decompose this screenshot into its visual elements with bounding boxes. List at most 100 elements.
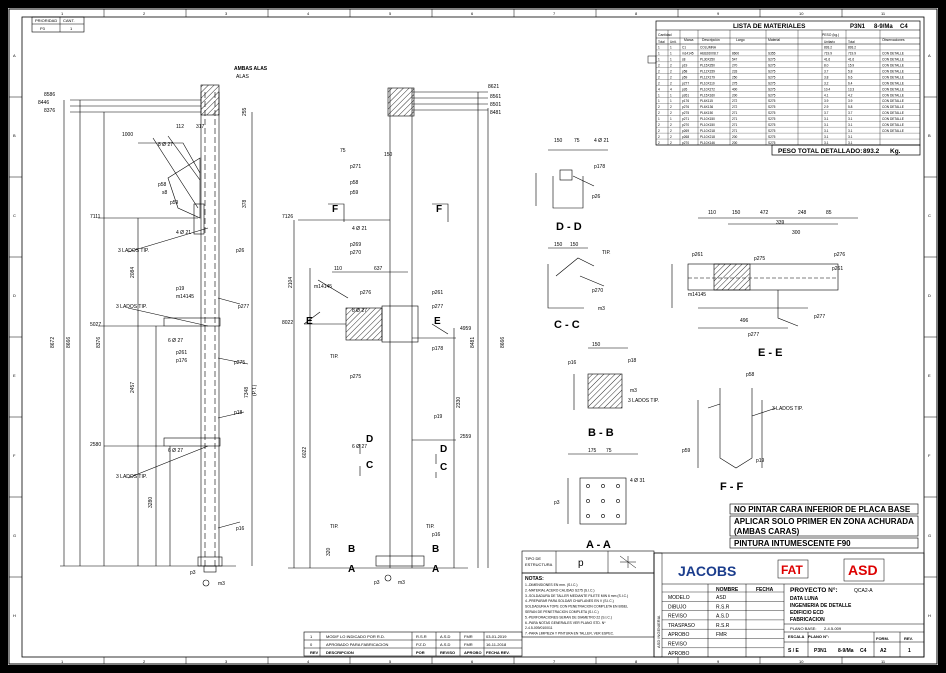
bom-cell: 275 [732,81,738,85]
bom-total-label: PESO TOTAL DETALLADO: [778,148,862,155]
view-title-dd: D - D [556,221,582,233]
bom-cell: 2 [658,141,660,145]
dim-8481-v: 8481 [470,337,476,348]
bom-cell: CON DETALLE [882,58,904,62]
asd-logo: ASD [848,562,878,578]
row-label-right-F: F [928,453,931,458]
mark-m3-bb: m3 [630,388,637,394]
col-label-top-6: 6 [471,11,474,16]
bom-cell: PL10X218 [700,129,715,133]
bom-cell: 3.1 [824,135,829,139]
bom-cell: p269 [682,129,689,133]
revision-cell: FMR [464,634,473,639]
dim-2559: 2559 [460,434,471,440]
section-b-b [573,347,628,410]
dim-7126: 7126 [282,214,293,220]
mark-p16-bb: p16 [568,360,577,366]
col-label-bottom-10: 10 [799,659,804,664]
nota-line: SOLDADURA A TOPE CON PENETRACION COMPLET… [525,605,628,609]
cc-dim-150: 150 [554,242,563,248]
plano-base-label: PLANO BASE: [790,626,816,631]
bb-dim-150: 150 [592,342,601,348]
bom-cell: 2.9 [824,105,829,109]
revision-header: POR [416,650,425,655]
bom-h-weight: PESO (kg.) [822,33,839,37]
mark-p261b-ee: p261 [832,266,843,272]
mark-p58: p58 [158,182,167,188]
asd-logo-box [843,558,885,582]
role-name: ASD [716,595,727,601]
desc-line-4: FABRICACION [790,617,825,623]
bom-cell: p276 [682,105,689,109]
tip-label-mid-3: TIP. [426,524,435,530]
mark-m14145-ee: m14145 [688,292,706,298]
mark-m3-cc: m3 [598,306,605,312]
bom-cell: 15.9 [848,64,854,68]
col-label-bottom-11: 11 [881,659,886,664]
desc-line-1: DATA LUNA [790,596,819,602]
bom-cell: 5.8 [848,70,853,74]
bom-cell: PL10X146 [700,141,715,145]
dim-6-holes: 6 Ø 27 [168,338,183,344]
proyecto-label: PROYECTO N°: [790,586,838,594]
bom-cell: 1 [658,58,660,62]
bom-cell: S275 [768,99,776,103]
desc-line-3: EDIFICIO ECD [790,610,824,616]
bom-cell: 41.6 [824,58,830,62]
bom-cell: 271 [732,129,738,133]
nota-line: 3.-SOLDADURA DE TALLER MEDIANTE FILETE M… [525,594,628,598]
section-a-a [567,453,638,525]
dim-8376-v: 8376 [96,337,102,348]
elevation-left [60,84,253,587]
form-value: A2 [880,648,887,654]
dim-8501: 8501 [490,102,501,108]
revision-cell: A.S.D [440,642,451,647]
mark-p16: p16 [236,526,245,532]
bom-cell: PL10X150 [700,123,715,127]
dim-317: 317 [196,124,205,130]
bom-cell: 2 [658,135,660,139]
dim-255: 255 [242,107,248,116]
bom-cell: CON DETALLE [882,129,904,133]
mark-s8: s8 [162,190,168,196]
view-title-ee: E - E [758,347,782,359]
plano-label: PLANO N°: [808,634,829,639]
bom-cell: PL12X159 [700,70,715,74]
weld-note-3: 3 LADOS TIP. [116,474,147,480]
dim-4959: 4959 [460,326,471,332]
role-name: R.S.R [716,623,730,629]
weld-note-2: 3 LADOS TIP. [116,304,147,310]
bom-cell: 4 [670,87,672,91]
bom-cell: S275 [768,117,776,121]
bom-h-mark: Marca [684,38,694,42]
row-label-right-B: B [928,133,931,138]
row-label-left-H: H [13,613,16,618]
col-label-bottom-5: 5 [389,659,392,664]
mark-p19-ff: p19 [756,458,765,464]
aa-dim-75: 75 [606,448,612,454]
col-label-top-5: 5 [389,11,392,16]
revision-cell: R.S.R [416,634,427,639]
bom-cell: S275 [768,129,776,133]
tip-label-mid-2: TIP. [330,524,339,530]
bom-cell: p271 [682,117,689,121]
desc-line-2: INGENIERIA DE DETALLE [790,603,852,609]
section-c-left: C [366,460,373,471]
mark-p58-mid: p58 [350,180,359,186]
mark-p59: p59 [170,200,179,206]
bom-cell: 271 [732,123,738,127]
row-label-left-A: A [13,53,16,58]
bom-cell: p19 [682,64,688,68]
bom-cell: 2 [670,141,672,145]
bom-cell: 200 [732,135,738,139]
row-label-left-C: C [13,213,16,218]
ee-dim-339: 339 [776,220,785,226]
role-label: APROBO [668,651,690,657]
mark-p19-mid: p19 [434,414,443,420]
section-c-c [547,247,605,309]
revision-cell: 03-01-2019 [486,634,507,639]
bom-cell: S275 [768,58,776,62]
bom-cell: CON DETALLE [882,117,904,121]
